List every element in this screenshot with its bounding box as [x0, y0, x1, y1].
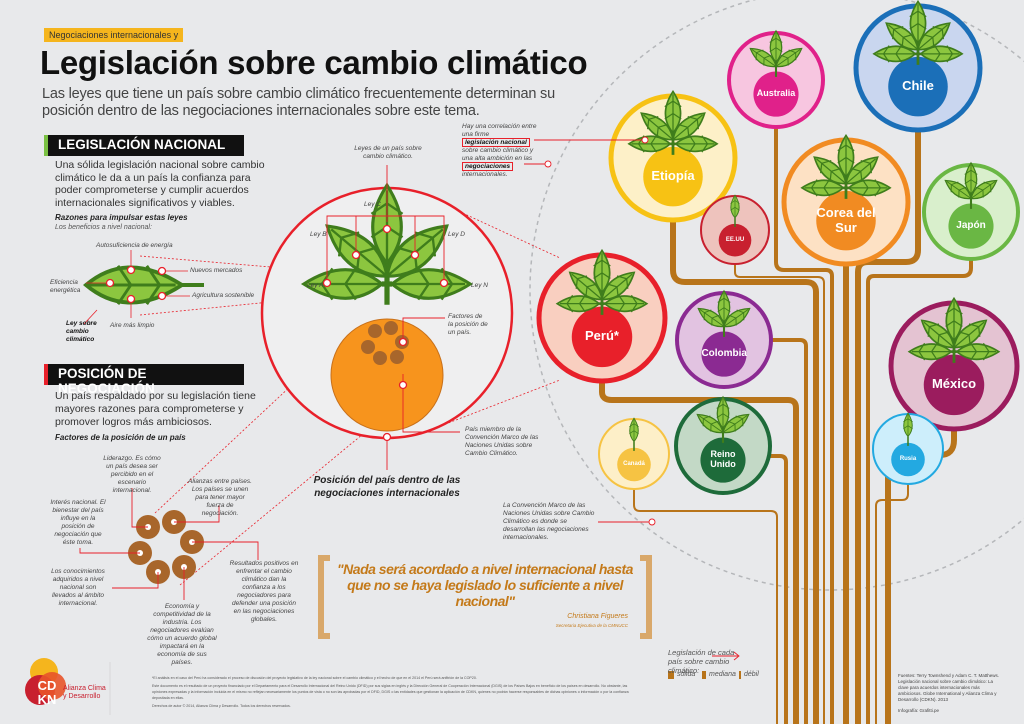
- reasons-subtitle: Los beneficios a nivel nacional:: [55, 224, 152, 231]
- benefit-label: Autosuficiencia de energía: [96, 242, 173, 249]
- correlation-note: Hay una correlación entre una firme legi…: [462, 123, 538, 179]
- page-subtitle: Las leyes que tiene un país sobre cambio…: [42, 86, 555, 119]
- country-reino-unido: [674, 397, 772, 495]
- footnotes: *El análisis en el caso del Perú ha cons…: [152, 675, 642, 709]
- footnote: Este documento es el resultado de un pro…: [152, 684, 629, 700]
- country-corea-del-sur: [781, 135, 911, 267]
- correlation-text: Hay una correlación entre una firme: [462, 123, 537, 138]
- sources: Fuentes: Terry Townshend y Adam C. T. Ma…: [898, 673, 1000, 702]
- country-label: Etiopía: [651, 167, 695, 183]
- law-d-label: Ley D: [448, 231, 465, 238]
- cdkn-logo: CD KN: [25, 658, 66, 707]
- legend-mediana: mediana: [709, 671, 736, 678]
- country-canadá: [598, 418, 670, 490]
- law-a-label: Ley A: [307, 282, 324, 289]
- member-label: País miembro de la Convención Marco de l…: [465, 426, 539, 457]
- highlight-negociaciones: negociaciones: [462, 162, 514, 171]
- svg-text:KN: KN: [38, 692, 57, 707]
- country-diagram: [260, 165, 514, 470]
- country-rusia: [872, 413, 944, 485]
- country-chile: [853, 1, 983, 133]
- factor-label: Los conocimientos adquiridos a nivel nac…: [51, 568, 105, 607]
- footnote: Derechos de autor © 2014, Alianza Clima …: [152, 704, 291, 708]
- country-colombia: [675, 291, 773, 389]
- category-tag: Negociaciones internacionales y: [44, 28, 184, 42]
- factors-title: Factores de la posición de un país: [55, 433, 186, 442]
- correlation-text: internacionales.: [462, 171, 508, 178]
- tree-trunk: [599, 127, 973, 724]
- country-méxico: [888, 298, 1020, 432]
- connector-lines: [139, 197, 561, 586]
- legend-swatches: [668, 671, 741, 679]
- country-label: México: [931, 376, 977, 392]
- page-title: Legislación sobre cambio climático: [40, 44, 588, 81]
- country-label: Reino Unido: [710, 449, 736, 470]
- country-label: Perú*: [585, 328, 619, 344]
- benefit-label: Nuevos mercados: [190, 267, 243, 274]
- factor-label: Alianzas entre países. Los países se une…: [188, 478, 252, 517]
- law-c-label: Ley C: [364, 201, 381, 208]
- reasons-title: Razones para impulsar estas leyes: [55, 213, 188, 222]
- logo-name: Alianza Clima y Desarrollo: [63, 685, 106, 700]
- laws-label: Leyes de un país sobre cambio climático.: [354, 145, 422, 160]
- benefit-label: Agricultura sostenible: [192, 292, 255, 299]
- country-japón: [922, 163, 1020, 261]
- legend-solida: sólida: [677, 671, 696, 678]
- correlation-text: sobre cambio climático y una alta ambici…: [462, 147, 534, 162]
- footnote: *El análisis en el caso del Perú ha cons…: [152, 676, 477, 680]
- national-law-leaf: [83, 250, 204, 325]
- convention-note: La Convención Marco de las Naciones Unid…: [503, 502, 595, 541]
- country-label: Japón: [956, 220, 986, 232]
- credit: Infografía: Grafitti.pe: [898, 708, 940, 713]
- posicion-text: Un país respaldado por su legislación ti…: [55, 390, 256, 428]
- factors-position-label: Factores de la posición de un país.: [448, 313, 488, 336]
- country-ee-uu: [700, 195, 770, 265]
- factor-label: Interés nacional. El bienestar del país …: [50, 499, 106, 546]
- country-label: Canadá: [623, 460, 645, 467]
- quote-author: Christiana Figueres: [567, 613, 628, 620]
- factor-label: Economía y competitividad de la industri…: [147, 603, 217, 666]
- section-heading-posicion: POSICIÓN DE NEGOCIACIÓN: [44, 364, 244, 396]
- law-n-label: Ley N: [471, 282, 488, 289]
- highlight-legislacion: legislación nacional: [462, 138, 530, 147]
- quote-brackets: [318, 555, 652, 639]
- factors-cluster: [79, 488, 259, 600]
- factor-label: Liderazgo. Es cómo un país desea ser per…: [103, 455, 161, 494]
- legend-debil: débil: [744, 671, 759, 678]
- country-label: Rusia: [899, 455, 917, 462]
- quote-text: "Nada será acordado a nivel internaciona…: [337, 561, 633, 609]
- country-perú-: [536, 250, 668, 384]
- benefit-label: Aire más limpio: [110, 322, 155, 329]
- country-label: Australia: [756, 87, 796, 98]
- legislacion-text: Una sólida legislación nacional sobre ca…: [55, 159, 265, 209]
- country-label: EE.UU: [725, 236, 745, 243]
- country-etiopía: [608, 91, 738, 223]
- country-label: Corea del Sur: [816, 205, 876, 235]
- benefit-label: Eficiencia energética: [50, 279, 81, 294]
- country-label: Chile: [902, 77, 934, 93]
- quote-role: Secretaria Ejecutiva de la CMNUCC: [555, 623, 628, 628]
- law-b-label: Ley B: [310, 231, 327, 238]
- legend-title: Legislación de cada país sobre cambio cl…: [668, 648, 735, 675]
- section-heading-legislacion: LEGISLACIÓN NACIONAL: [44, 135, 244, 156]
- svg-text:CD: CD: [38, 678, 57, 693]
- diagram-caption: Posición del país dentro de las negociac…: [313, 475, 461, 499]
- country-australia: [727, 31, 825, 129]
- leaf-label: Ley sobre cambio climático: [66, 320, 97, 343]
- country-label: Colombia: [701, 348, 747, 360]
- factor-label: Resultados positivos en enfrentar el cam…: [229, 560, 299, 623]
